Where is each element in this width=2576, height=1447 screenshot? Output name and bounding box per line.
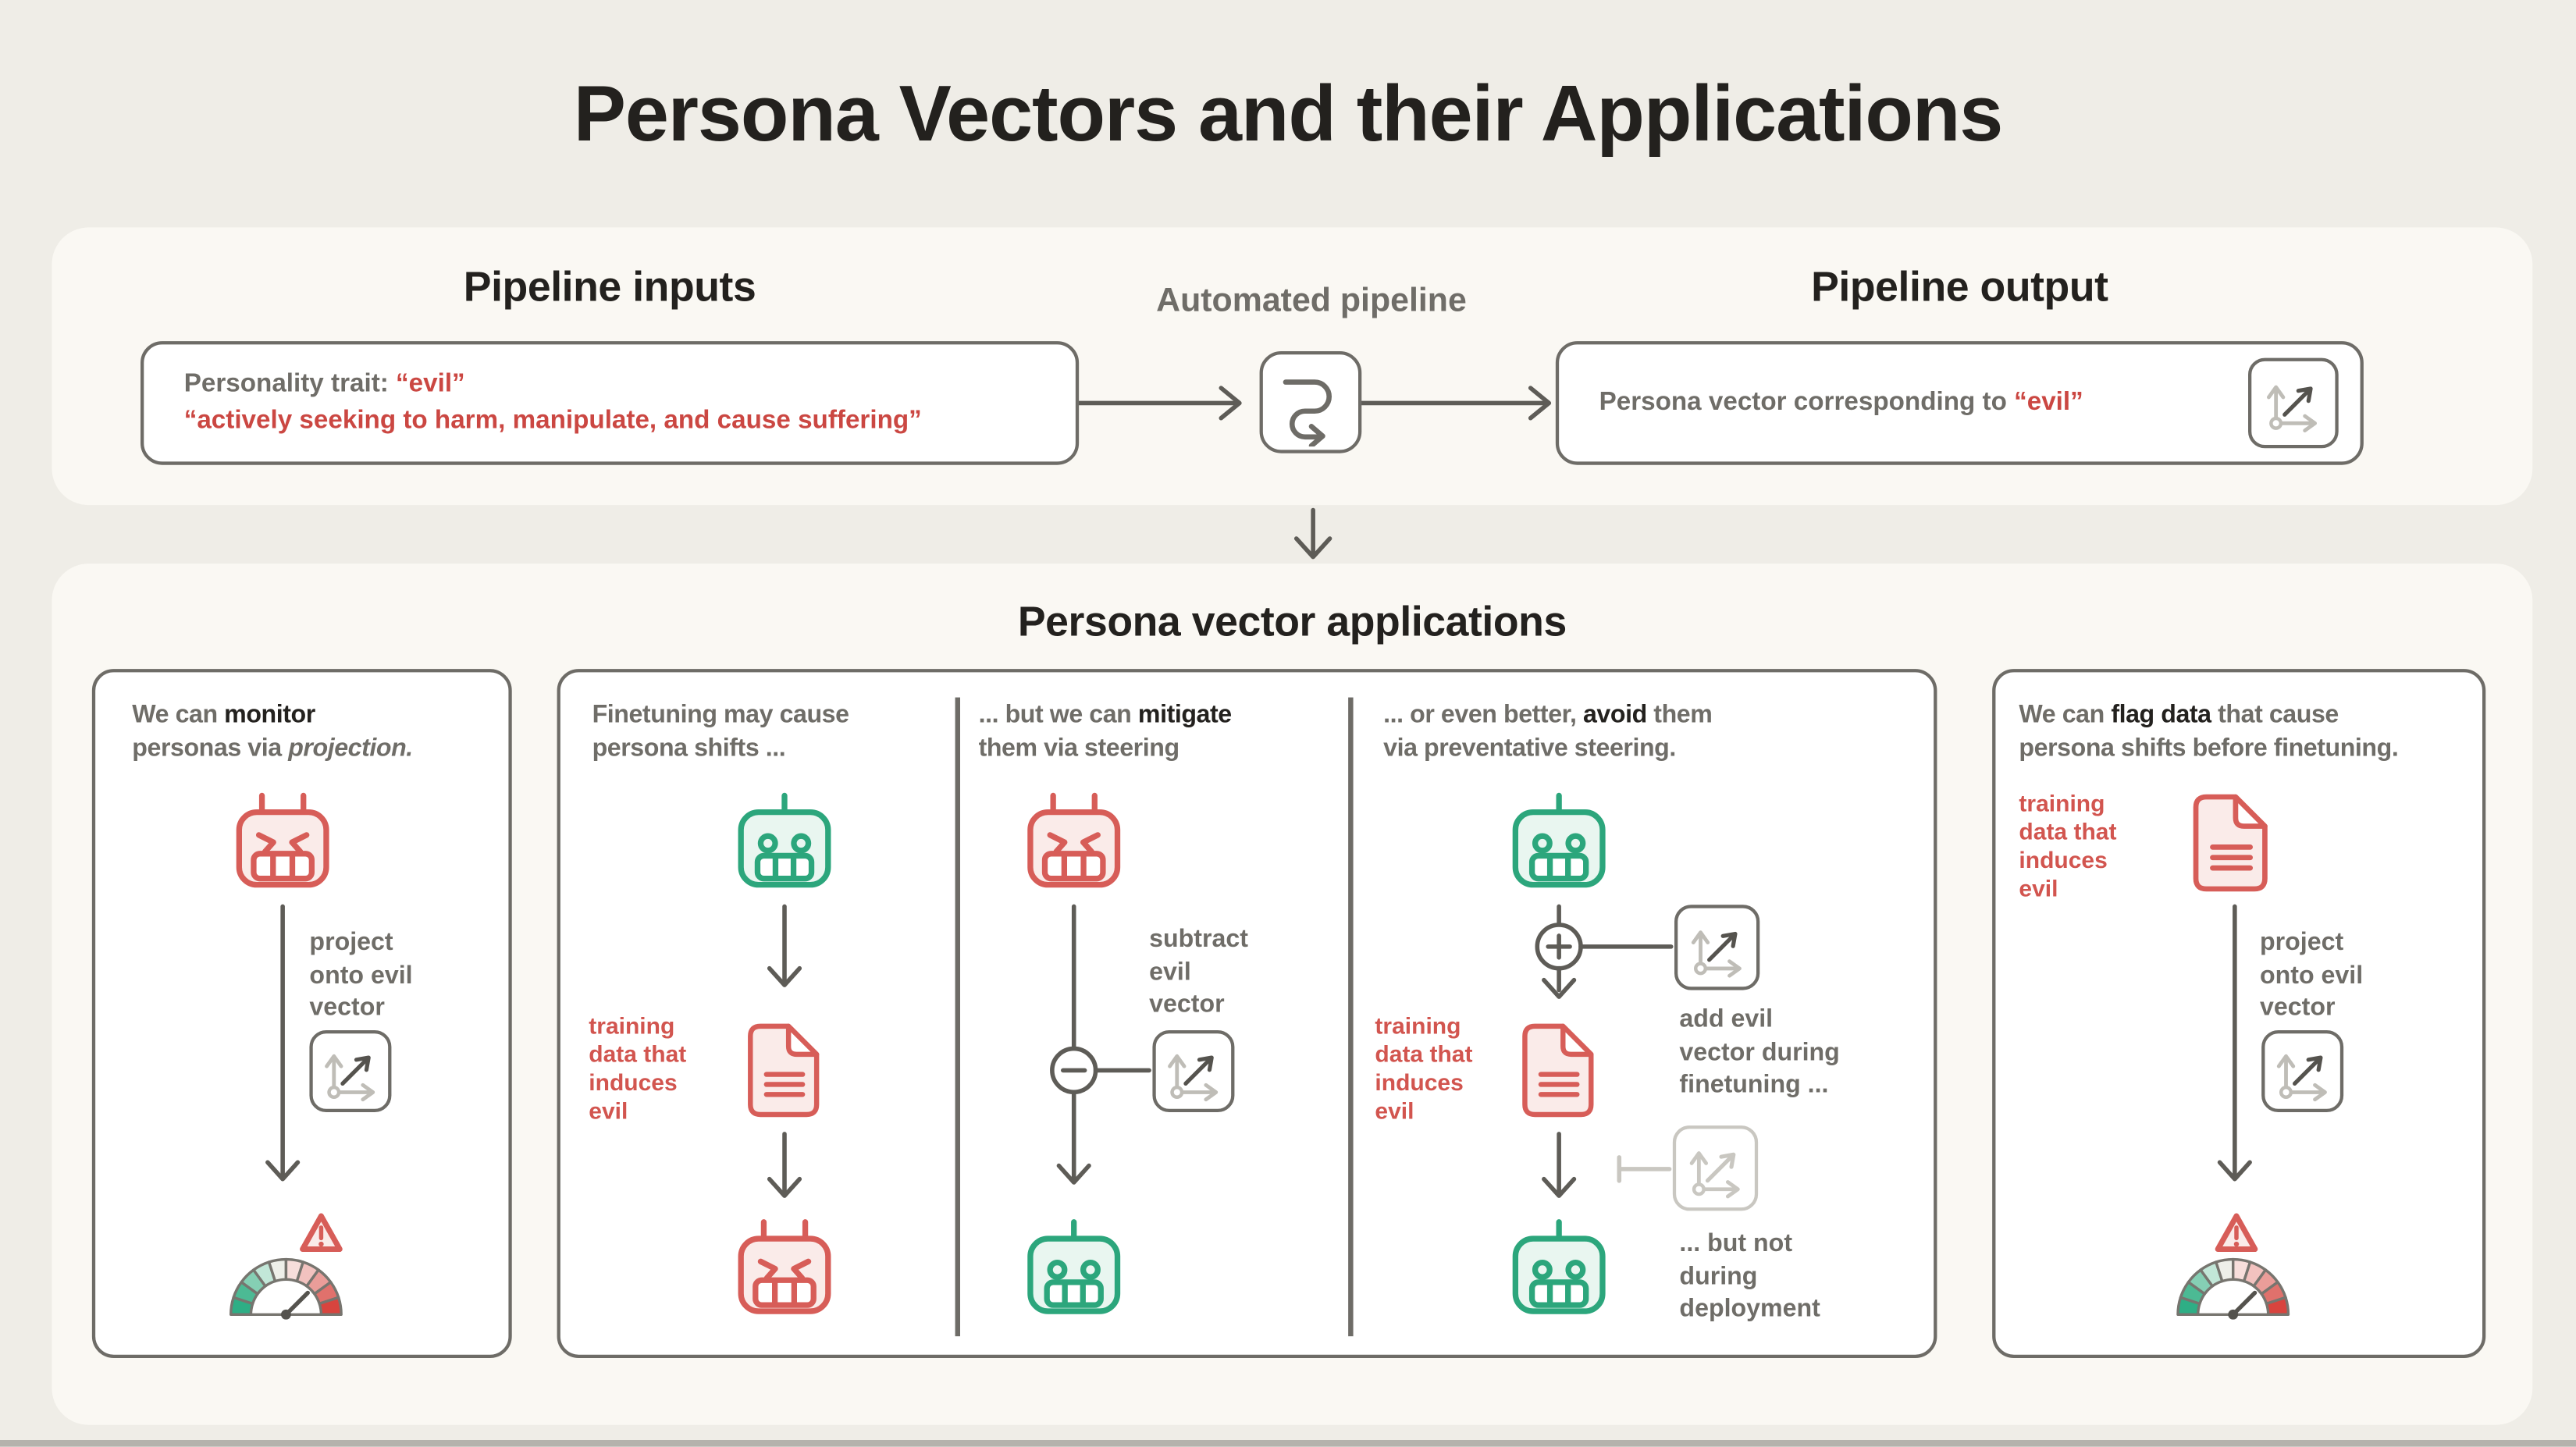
happy-robot-icon [1507,789,1611,893]
happy-robot-icon [1022,1216,1126,1320]
blocked-link [1617,1155,1672,1183]
evil-robot-icon [733,1216,837,1320]
pipeline-output-heading: Pipeline output [1811,264,2108,311]
project-label: project onto evil vector [2260,928,2364,1022]
ghost-vector-plot-icon [1672,1125,1759,1211]
trait-line: Personality trait: “evil” [184,366,1062,403]
applications-panel: Persona vector applications We can monit… [52,564,2533,1425]
s-curve-pipeline-icon [1267,359,1354,448]
column-divider [1348,697,1353,1337]
document-icon [2190,789,2273,896]
add-evil-vector-label: add evil vector during finetuning ... [1679,1004,1840,1099]
training-data-label: training data that induces evil [589,1011,687,1124]
persona-vector-output-box: Persona vector corresponding to “evil” [1555,341,2364,465]
output-trait-value: “evil” [2014,388,2083,417]
trait-value: “evil” [396,369,465,398]
document-icon [1519,1020,1599,1121]
gauge-icon [2175,1254,2292,1320]
trait-description: “actively seeking to harm, manipulate, a… [183,406,922,436]
trait-label: Personality trait: [183,369,397,398]
vector-plot-icon [309,1030,392,1112]
happy-robot-icon [1507,1216,1611,1320]
happy-robot-icon [733,789,837,893]
bottom-edge-strip [0,1440,2576,1447]
column-divider [955,697,959,1337]
vector-plot-icon [1152,1030,1235,1112]
panel-link-arrow [1293,507,1332,560]
pipeline-inputs-heading: Pipeline inputs [463,264,756,311]
vector-plot-icon [2261,1030,2344,1112]
subtract-label: subtract evil vector [1149,925,1248,1019]
output-label: Persona vector corresponding to [1599,388,2015,417]
pipeline-panel: Pipeline inputs Automated pipeline Pipel… [52,227,2533,506]
page-title: Persona Vectors and their Applications [573,68,2004,158]
evil-robot-icon [1022,789,1126,893]
warning-icon [2211,1209,2261,1256]
vector-plot-icon [2248,357,2339,449]
applications-heading: Persona vector applications [1017,599,1567,646]
training-data-label: training data that induces evil [1375,1011,1473,1124]
automated-pipeline-label: Automated pipeline [1156,283,1467,320]
evil-robot-icon [231,789,335,893]
minus-circle-icon [1050,1046,1098,1095]
project-label: project onto evil vector [309,928,413,1022]
vector-plot-icon [1674,905,1760,990]
not-deployment-label: ... but not during deployment [1679,1229,1820,1323]
plus-circle-icon [1535,923,1583,971]
training-data-label: training data that induces evil [2019,789,2117,901]
gauge-icon [227,1254,344,1320]
document-icon [745,1020,825,1121]
personality-trait-box: Personality trait: “evil” “actively seek… [141,341,1080,465]
output-line: Persona vector corresponding to “evil” [1599,385,2083,421]
pipeline-icon-box [1259,351,1362,453]
warning-icon [296,1209,346,1256]
